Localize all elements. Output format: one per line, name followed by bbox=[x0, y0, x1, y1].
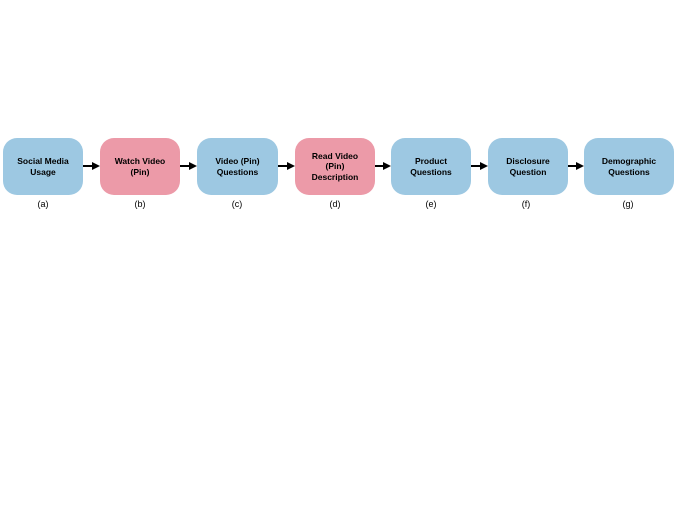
node-watch-video: Watch Video (Pin) bbox=[100, 138, 180, 195]
node-caption: (e) bbox=[425, 199, 437, 209]
arrow-b-to-c bbox=[180, 160, 197, 172]
node-disclosure-question: Disclosure Question bbox=[488, 138, 568, 195]
node-read-video-description: Read Video (Pin) Description bbox=[295, 138, 375, 195]
arrow-d-to-e bbox=[375, 160, 391, 172]
node-video-questions: Video (Pin) Questions bbox=[197, 138, 278, 195]
node-label: Video (Pin) Questions bbox=[215, 156, 260, 177]
node-caption: (c) bbox=[231, 199, 243, 209]
node-label: Social Media Usage bbox=[17, 156, 69, 177]
node-caption: (b) bbox=[134, 199, 146, 209]
node-label: Disclosure Question bbox=[506, 156, 550, 177]
arrow-e-to-f bbox=[471, 160, 488, 172]
node-label: Product Questions bbox=[410, 156, 452, 177]
node-label: Read Video (Pin) Description bbox=[311, 150, 359, 182]
node-product-questions: Product Questions bbox=[391, 138, 471, 195]
arrow-a-to-b bbox=[83, 160, 100, 172]
node-caption: (d) bbox=[329, 199, 341, 209]
node-caption: (f) bbox=[521, 199, 531, 209]
node-label: Watch Video (Pin) bbox=[114, 156, 166, 177]
node-caption: (g) bbox=[622, 199, 634, 209]
arrow-c-to-d bbox=[278, 160, 295, 172]
node-caption: (a) bbox=[37, 199, 49, 209]
node-label: Demographic Questions bbox=[601, 156, 657, 177]
node-social-media-usage: Social Media Usage bbox=[3, 138, 83, 195]
node-demographic-questions: Demographic Questions bbox=[584, 138, 674, 195]
arrow-f-to-g bbox=[568, 160, 584, 172]
